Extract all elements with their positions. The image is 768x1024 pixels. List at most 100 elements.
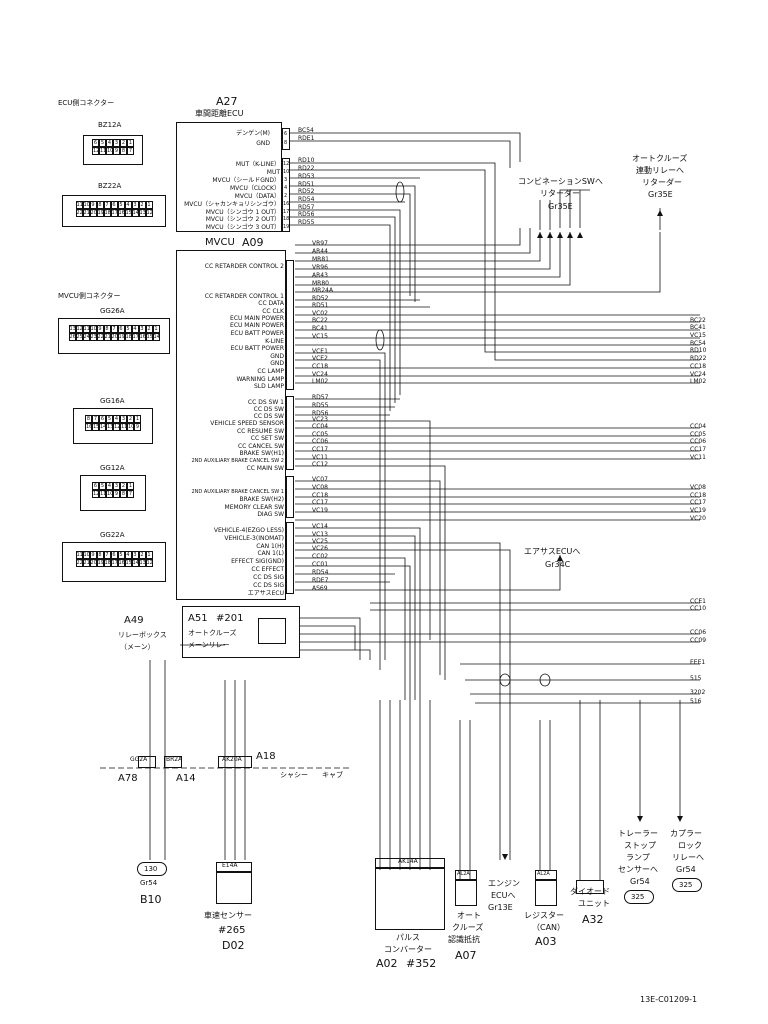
coupler-label-3: リレーへ <box>672 853 704 862</box>
a27-name: 車間距離ECU <box>195 109 244 118</box>
mvcu-side-connector-title: MVCU側コネクター <box>58 292 121 300</box>
a07-id: A07 <box>455 949 477 962</box>
trailer-label-2: ストップ <box>624 841 656 850</box>
a18-id: A18 <box>256 751 276 762</box>
speed-sensor-number: #265 <box>218 925 246 936</box>
right-wire-code: CCE1 <box>690 598 706 605</box>
wire-code: RD57 <box>298 204 315 211</box>
pulse-converter-box <box>375 868 445 930</box>
a09-pin-label: ECU BATT POWER <box>230 330 284 337</box>
al2a-connector-1 <box>455 870 477 880</box>
right-wire-code: 515 <box>690 675 702 682</box>
wire-code: VC07 <box>312 476 328 483</box>
a27-connector-bz12a <box>282 128 290 150</box>
a09-pin-label: ECU MAIN POWER <box>230 322 284 329</box>
bz12a-label: BZ12A <box>98 121 122 129</box>
autocruise-relay-label-3: リターダー <box>642 178 682 187</box>
autocruise-relay-label: オートクルーズ <box>632 154 688 163</box>
a09-pin-label: BRAKE SW(H2) <box>239 496 284 503</box>
right-wire-code: CC05 <box>690 431 707 438</box>
a09-pin-label: GND <box>270 353 284 360</box>
a09-pin-label: EFFECT SIG(GND) <box>231 558 284 565</box>
a02-id: A02 <box>376 957 398 970</box>
a09-pin-label: ECU MAIN POWER <box>230 315 284 322</box>
right-wire-code: CC18 <box>690 492 707 499</box>
br2a-label: BR2A <box>166 756 183 763</box>
register-label-2: （CAN） <box>532 923 566 932</box>
airsus-ecu-label: エアサスECUへ <box>524 547 581 556</box>
br2a-connector <box>164 756 182 768</box>
wire-code: CC17 <box>312 499 329 506</box>
chassis-label: シャシー <box>280 771 308 779</box>
gg26a-label: GG26A <box>100 307 125 315</box>
a09-pin-label: CC CLK <box>262 308 284 315</box>
ak14a-connector <box>375 858 445 868</box>
wire-code: RD55 <box>312 402 329 409</box>
right-wire-code: CC17 <box>690 446 707 453</box>
wire-code: CC05 <box>312 431 329 438</box>
wire-code: RD52 <box>312 295 329 302</box>
a27-pin-number: 18 <box>283 216 290 222</box>
a09-pin-label: CC RESUME SW <box>236 428 284 435</box>
wire-code: RD54 <box>298 196 315 203</box>
right-wire-code: RD10 <box>690 347 707 354</box>
a09-id: A09 <box>242 236 264 249</box>
a27-pin-number: 3 <box>284 177 288 183</box>
gr35e-label-1: Gr35E <box>548 202 573 211</box>
auto-cruise-resistor-box <box>455 880 477 906</box>
right-wire-code: BC54 <box>690 340 706 347</box>
a27-id: A27 <box>216 95 238 108</box>
a27-pin-label: MVCU（CLOCK） <box>229 185 280 192</box>
wire-code: VC26 <box>312 545 328 552</box>
a27-pin-number: 16 <box>283 201 290 207</box>
speed-sensor-box <box>216 872 252 904</box>
a27-pin-label: MVCU（シールドGND） <box>212 177 280 184</box>
right-wire-code: CC18 <box>690 363 707 370</box>
trailer-ref-number: 325 <box>631 893 645 901</box>
a09-pin-label: エアサスECU <box>247 590 284 597</box>
a27-pin-number: 6 <box>284 131 288 137</box>
gr54-coupler-label: Gr54 <box>676 865 696 874</box>
pulse-converter-label-2: コンバーター <box>384 945 432 954</box>
ak20a-label: AK20A <box>222 756 242 763</box>
retarder-label: リターダー <box>540 189 580 198</box>
a49-name: リレーボックス <box>118 631 167 639</box>
wire-code: AR43 <box>312 272 328 279</box>
d02-id: D02 <box>222 939 245 952</box>
b10-ref-badge <box>137 862 167 876</box>
wire-code: VC15 <box>312 333 328 340</box>
e14a-connector <box>216 862 252 872</box>
wire-code: VR97 <box>312 240 328 247</box>
a32-id: A32 <box>582 913 604 926</box>
wire-code: RD53 <box>298 173 315 180</box>
combination-sw-label: コンビネーションSWへ <box>518 177 603 186</box>
a51-name: オートクルーズ <box>188 629 237 637</box>
wire-code: CC02 <box>312 553 329 560</box>
engine-ecu-label: エンジン <box>488 879 520 888</box>
wire-code: RD56 <box>312 410 329 417</box>
a09-pin-label: DIAG SW <box>257 511 284 518</box>
a09-pin-label: BRAKE SW(H1) <box>239 450 284 457</box>
right-wire-code: VC20 <box>690 515 706 522</box>
a49-id: A49 <box>124 615 144 626</box>
diode-unit-box <box>576 880 604 894</box>
wire-code: VCE1 <box>312 348 328 355</box>
a09-pin-label: CC DS SIG <box>253 574 284 581</box>
wire-code: VC24 <box>312 371 328 378</box>
wire-code: RD22 <box>298 165 315 172</box>
relay-icon <box>258 618 286 644</box>
engine-ecu-label-2: ECUへ <box>491 891 516 900</box>
a27-pin-number: 19 <box>283 224 290 230</box>
coupler-ref-badge <box>672 878 702 892</box>
bz22a-label: BZ22A <box>98 182 122 190</box>
wire-code: RD55 <box>298 219 315 226</box>
a09-pin-label: CC DATA <box>258 300 284 307</box>
wire-code: VC25 <box>312 538 328 545</box>
coupler-ref-number: 325 <box>679 881 693 889</box>
a09-pin-label: GND <box>270 360 284 367</box>
wire-code: VCE2 <box>312 355 328 362</box>
gr54-b10-label: Gr54 <box>140 879 158 887</box>
wire-code: VC08 <box>312 484 328 491</box>
gr35e-label-2: Gr35E <box>648 190 673 199</box>
